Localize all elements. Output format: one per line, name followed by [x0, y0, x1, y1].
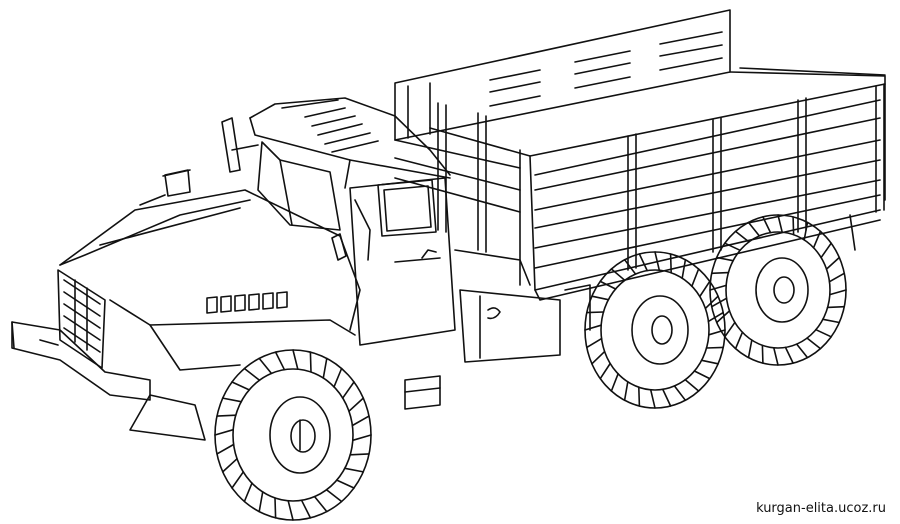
tread-mark — [639, 254, 647, 271]
tread-mark — [625, 382, 628, 401]
tread-mark — [804, 222, 807, 240]
tread-mark — [353, 435, 371, 440]
tread-mark — [736, 231, 749, 242]
tread-mark — [343, 382, 354, 398]
tread-mark — [762, 345, 763, 363]
tread-mark — [705, 296, 718, 308]
front-wheel — [215, 350, 371, 520]
tread-mark — [223, 459, 237, 472]
cab — [222, 98, 455, 409]
tread-mark — [275, 498, 276, 518]
tread-mark — [323, 358, 327, 378]
tread-mark — [814, 231, 821, 247]
tread-mark — [639, 387, 640, 406]
tread-mark — [725, 322, 735, 336]
tread-mark — [694, 371, 709, 379]
tread-mark — [349, 398, 363, 411]
tread-mark — [700, 281, 710, 296]
tread-mark — [702, 360, 719, 364]
tread-mark — [585, 325, 601, 330]
tread-mark — [830, 290, 846, 295]
hood-front — [12, 170, 360, 440]
tread-mark — [293, 350, 298, 369]
tread-mark — [625, 260, 636, 274]
tread-mark — [345, 468, 364, 472]
tread-mark — [725, 243, 740, 250]
tread-mark — [786, 347, 794, 363]
tread-mark — [302, 500, 311, 518]
tread-mark — [334, 369, 342, 387]
tread-mark — [288, 501, 293, 520]
tread-mark — [793, 217, 794, 235]
tread-mark — [232, 382, 249, 390]
tread-mark — [717, 258, 733, 261]
tread-mark — [651, 390, 655, 408]
rear-wheel — [710, 215, 846, 365]
tread-mark — [244, 369, 259, 381]
chassis — [455, 250, 590, 362]
tread-mark — [587, 339, 602, 348]
tread-mark — [600, 281, 615, 289]
tread-mark — [259, 492, 263, 512]
tread-mark — [807, 338, 820, 349]
tread-mark — [592, 296, 609, 300]
tread-mark — [830, 273, 845, 281]
tread-mark — [315, 497, 327, 512]
tread-mark — [352, 416, 369, 425]
tread-mark — [685, 380, 698, 391]
middle-wheel — [585, 252, 725, 408]
tread-mark — [712, 273, 729, 274]
tread-mark — [259, 358, 271, 373]
watermark-text: kurgan-elita.ucoz.ru — [756, 501, 886, 516]
tread-mark — [692, 269, 699, 286]
cargo-bed — [395, 10, 885, 300]
tread-mark — [217, 445, 234, 454]
tread-mark — [828, 307, 845, 308]
tread-mark — [611, 269, 624, 280]
tread-mark — [816, 330, 831, 337]
tread-mark — [223, 398, 242, 402]
tread-mark — [337, 480, 354, 488]
tread-mark — [217, 415, 236, 416]
tread-mark — [710, 285, 726, 290]
tread-mark — [712, 298, 727, 306]
tread-mark — [663, 389, 671, 406]
tread-mark — [327, 490, 342, 502]
tread-mark — [823, 319, 839, 322]
tread-mark — [675, 386, 686, 400]
tread-mark — [707, 347, 724, 348]
tread-mark — [774, 348, 778, 365]
tread-mark — [708, 313, 723, 322]
tread-mark — [749, 340, 752, 358]
tread-mark — [276, 352, 285, 370]
tire-treads — [215, 215, 846, 520]
tread-mark — [611, 374, 618, 391]
tread-mark — [717, 311, 730, 323]
tread-mark — [310, 352, 311, 372]
tread-mark — [350, 454, 369, 455]
tread-mark — [709, 330, 725, 335]
tread-mark — [232, 472, 243, 488]
tread-mark — [215, 430, 233, 435]
tread-mark — [763, 217, 771, 233]
tread-mark — [600, 364, 610, 379]
tread-mark — [827, 258, 840, 270]
tread-mark — [797, 344, 808, 358]
tread-mark — [682, 260, 685, 279]
tread-mark — [592, 352, 605, 364]
tread-mark — [244, 483, 252, 501]
tread-mark — [736, 332, 743, 348]
tread-mark — [821, 243, 831, 257]
tread-mark — [778, 215, 782, 232]
tread-mark — [655, 252, 659, 270]
tread-mark — [671, 254, 672, 273]
tread-mark — [587, 312, 604, 313]
tread-mark — [749, 222, 760, 236]
